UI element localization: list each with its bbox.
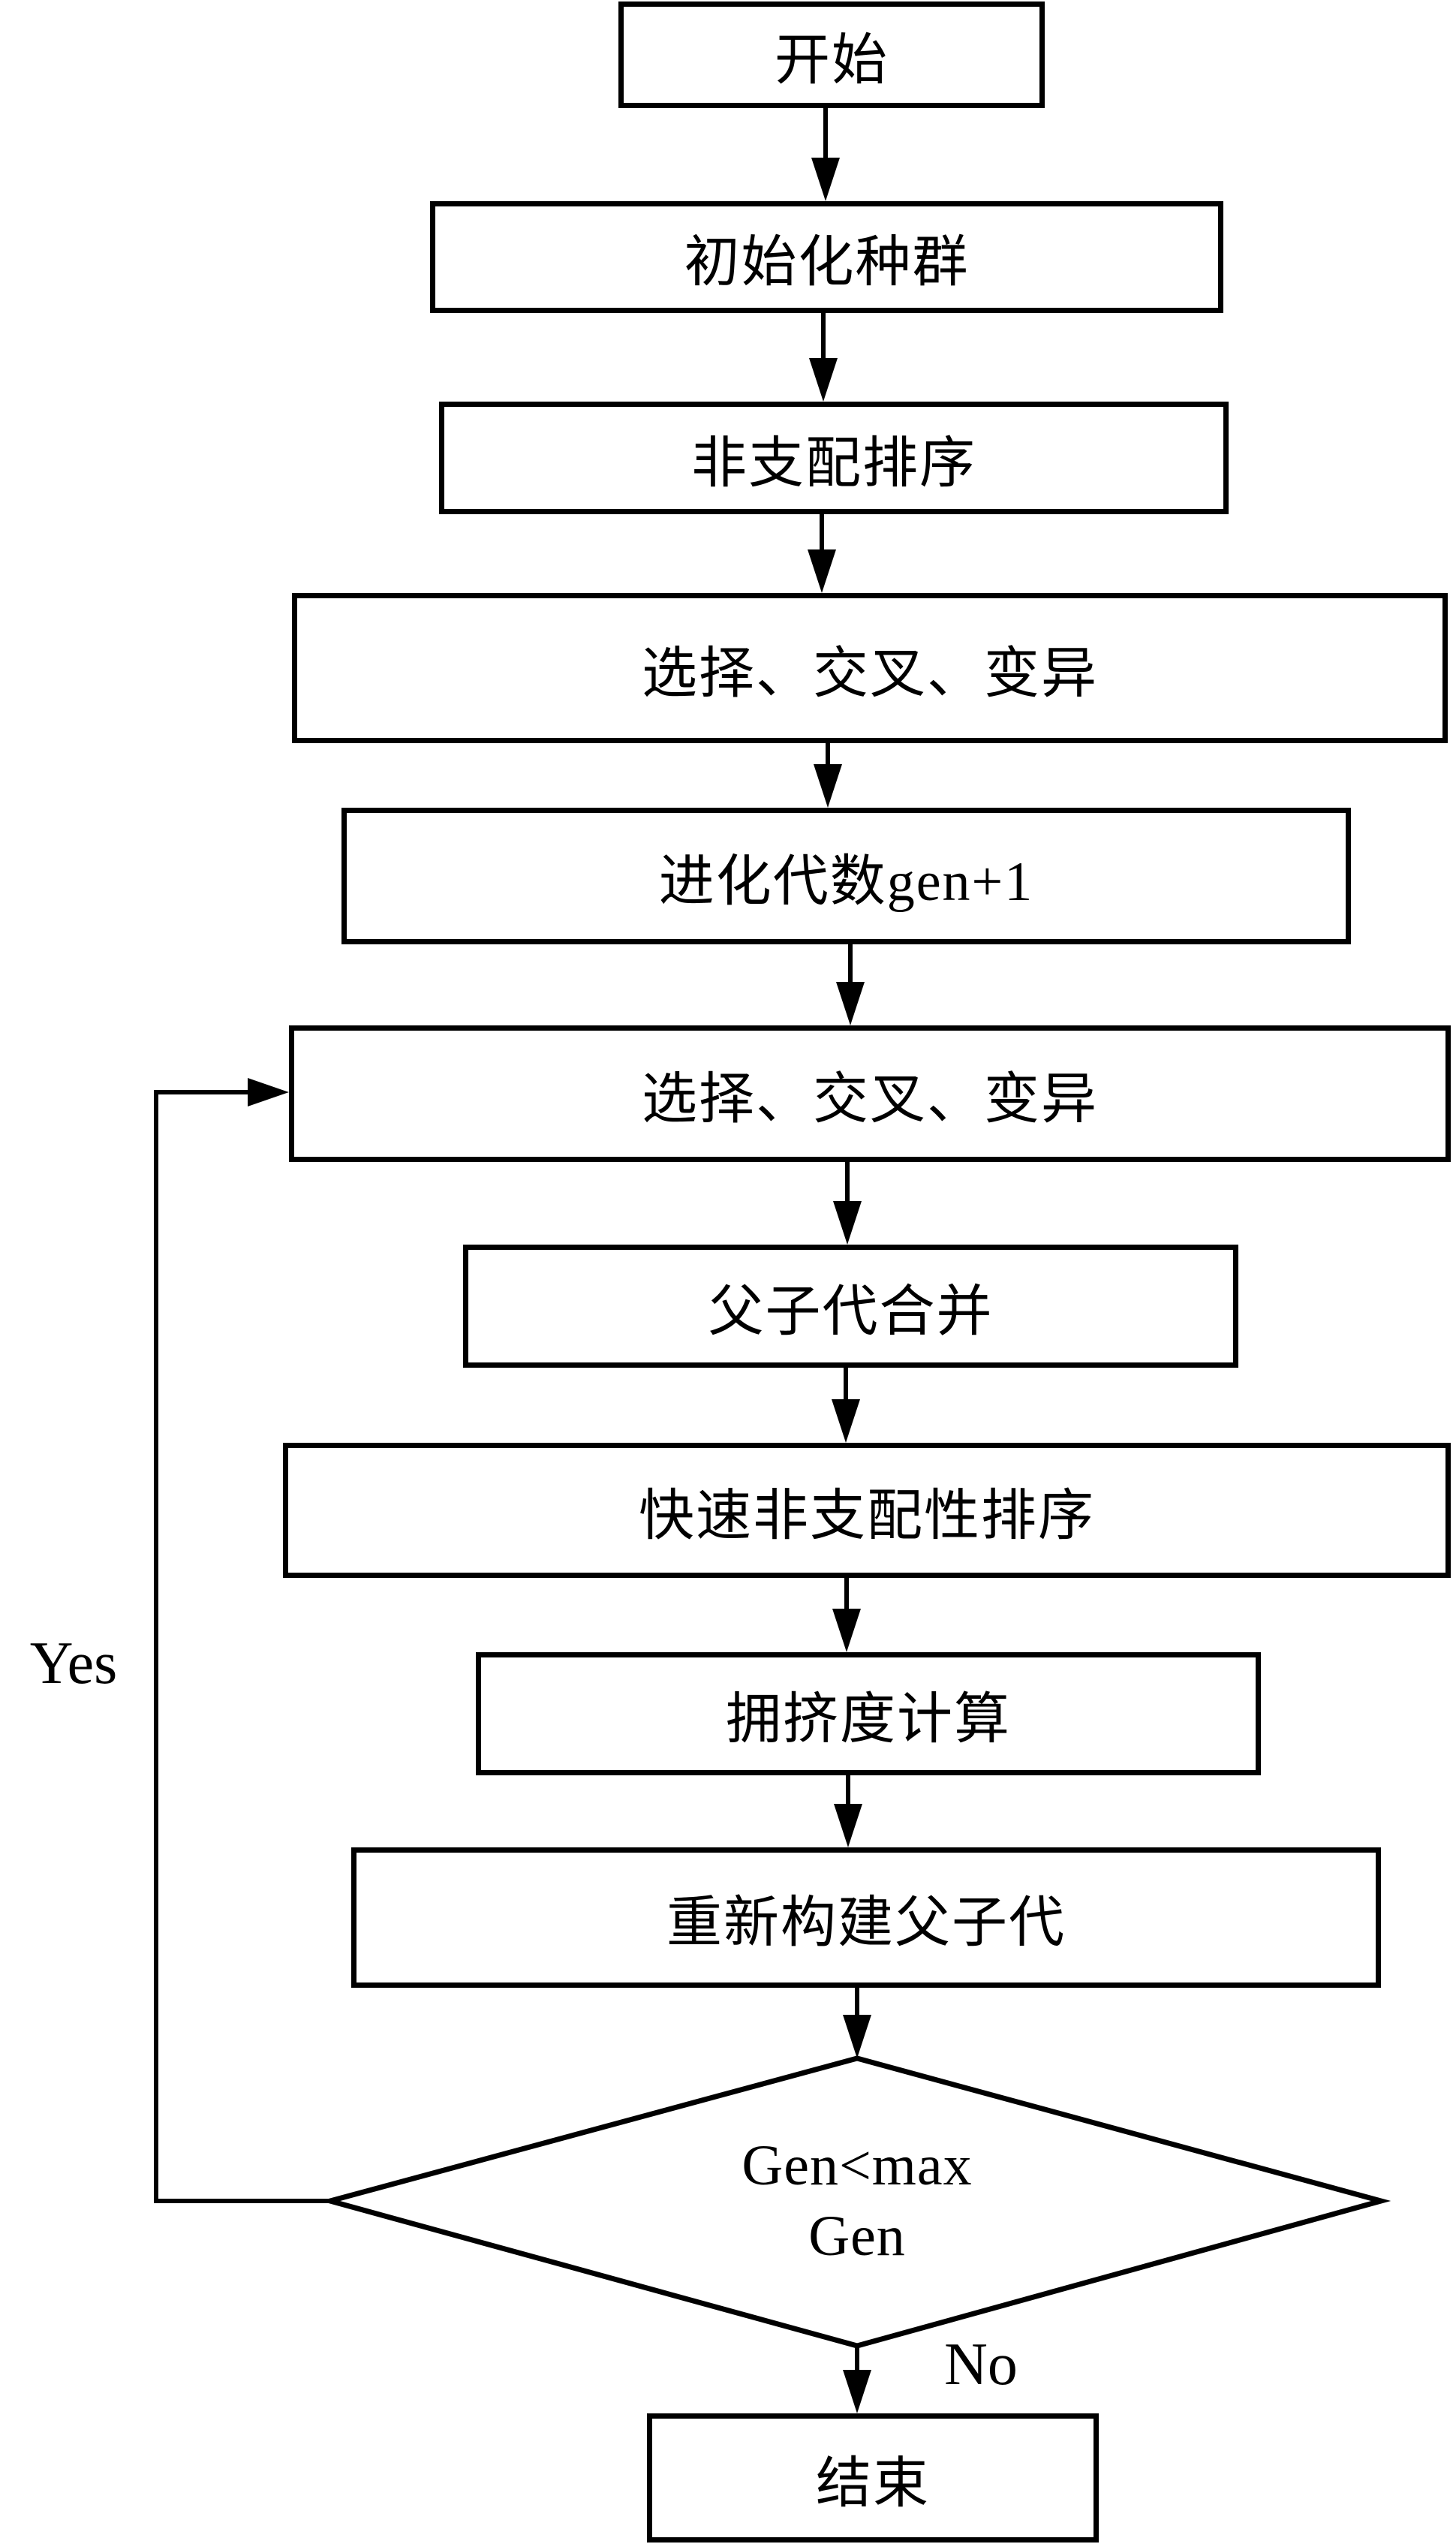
arrow-init-to-nds [809,313,838,402]
arrow-crowd-to-rebuild [834,1775,862,1847]
arrow-merge-to-fnds [832,1368,860,1443]
arrow-scm1-to-gen [814,743,842,808]
arrow-start-to-init [811,108,840,201]
decision-label-line1: Gen<max [742,2134,973,2197]
decision-label: Gen<max Gen [557,2130,1157,2272]
node-selection-crossover-mutation-1: 选择、交叉、变异 [292,593,1448,743]
node-start: 开始 [618,2,1045,108]
arrow-rebuild-to-decision [843,1988,871,2058]
node-fast-non-dominated-sorting: 快速非支配性排序 [283,1443,1451,1578]
node-rebuild-parent-offspring: 重新构建父子代 [351,1847,1381,1988]
arrow-fnds-to-crowd [832,1578,861,1652]
node-merge-parent-offspring: 父子代合并 [463,1245,1238,1368]
edge-label-no: No [944,2332,1018,2398]
decision-diamond [320,2055,1391,2349]
arrow-nds-to-scm1 [808,514,836,593]
decision-label-line2: Gen [808,2205,906,2268]
node-end: 结束 [647,2413,1099,2542]
arrow-scm2-to-merge [833,1162,862,1245]
node-generation-increment: 进化代数gen+1 [341,808,1351,944]
node-crowding-distance: 拥挤度计算 [476,1652,1261,1775]
arrow-decision-yes-loop [154,1078,330,2203]
edge-label-yes: Yes [29,1630,118,1696]
node-initialize-population: 初始化种群 [430,201,1223,313]
arrow-decision-to-end-no [843,2346,871,2413]
arrow-gen-to-scm2 [836,944,865,1025]
node-selection-crossover-mutation-2: 选择、交叉、变异 [289,1025,1451,1162]
node-non-dominated-sorting: 非支配排序 [439,402,1229,514]
